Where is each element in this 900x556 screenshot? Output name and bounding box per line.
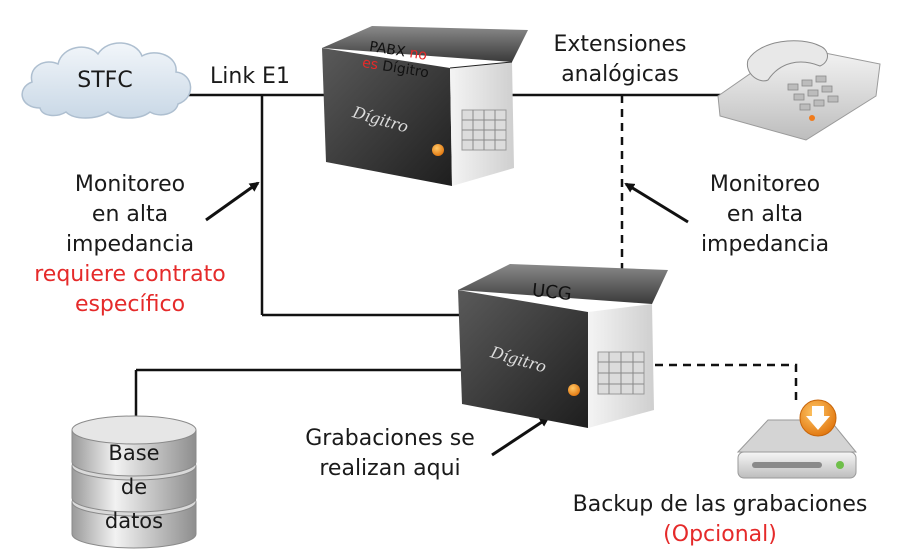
monitor-left-line-2: en alta xyxy=(91,202,169,227)
ucg-device-icon xyxy=(458,264,668,428)
link-label: Link E1 xyxy=(210,64,290,89)
pabx-label-no: no xyxy=(408,45,429,64)
extensions-line-1: Extensiones xyxy=(553,32,687,57)
recordings-line-2: realizan aqui xyxy=(319,456,461,481)
backup-optional: (Opcional) xyxy=(663,522,777,547)
backup-drive-icon xyxy=(736,419,858,479)
monitor-left-note-2: específico xyxy=(74,292,186,317)
arrow-monitor-left xyxy=(205,181,260,222)
database-line-2: de xyxy=(120,475,148,499)
monitor-right-line-2: en alta xyxy=(726,202,804,227)
monitor-left-line-1: Monitoreo xyxy=(74,172,186,197)
monitor-right-label: Monitoreo en alta impedancia xyxy=(680,170,850,260)
database-label: Base de datos xyxy=(84,436,184,538)
ucg-label: UCG xyxy=(531,279,573,306)
recordings-label: Grabaciones se realizan aqui xyxy=(290,424,490,484)
arrows xyxy=(205,181,689,457)
download-arrow-icon xyxy=(799,399,837,437)
database-line-1: Base xyxy=(108,441,160,465)
cloud-label: STFC xyxy=(77,68,133,93)
monitor-left-line-3: impedancia xyxy=(65,232,195,257)
extensions-label: Extensiones analógicas xyxy=(520,30,720,90)
arrow-recordings xyxy=(491,416,550,457)
database-line-3: datos xyxy=(104,509,164,533)
telephone-icon xyxy=(717,40,881,141)
database-icon xyxy=(71,415,197,549)
pabx-label-es: es xyxy=(360,55,380,74)
connection-lines xyxy=(134,93,798,430)
line-ucg-backup-dashed xyxy=(655,363,798,400)
pabx-device-icon xyxy=(322,26,528,186)
backup-label: Backup de las grabaciones (Opcional) xyxy=(548,490,892,550)
arrow-monitor-right xyxy=(624,182,689,224)
monitor-left-note-1: requiere contrato xyxy=(34,262,226,287)
monitor-right-line-3: impedancia xyxy=(700,232,830,257)
extensions-line-2: analógicas xyxy=(561,62,679,87)
recordings-line-1: Grabaciones se xyxy=(305,426,475,451)
backup-line-1: Backup de las grabaciones xyxy=(572,492,868,517)
monitor-right-line-1: Monitoreo xyxy=(709,172,821,197)
monitor-left-label: Monitoreo en alta impedancia requiere co… xyxy=(10,170,250,320)
cloud-icon xyxy=(21,42,192,119)
